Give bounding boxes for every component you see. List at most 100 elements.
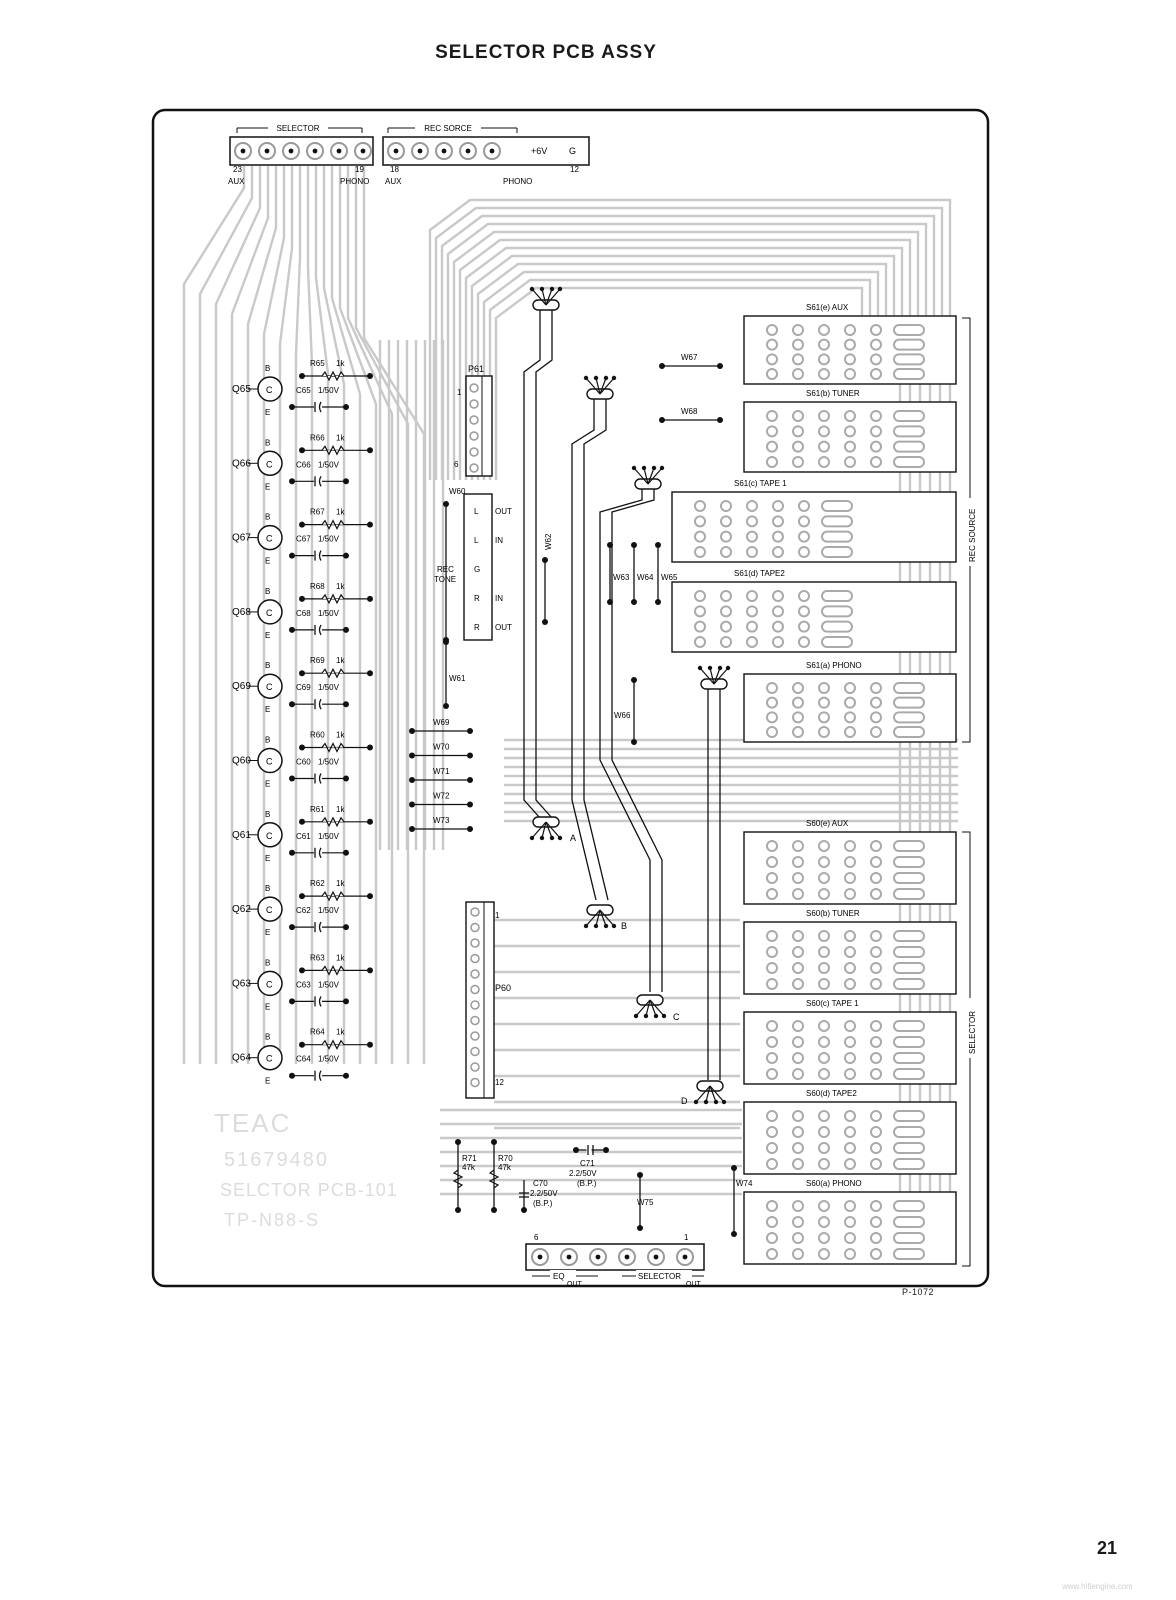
- pcb-trace: [494, 286, 864, 480]
- switch-pad: [766, 856, 778, 868]
- selector-group-label: SELECTOR: [968, 1011, 977, 1054]
- switch-pad: [792, 410, 804, 422]
- switch-pad: [818, 962, 830, 974]
- jumper-label: W62: [544, 533, 553, 550]
- pcb-trace: [182, 166, 246, 1064]
- switch-pad: [844, 1020, 856, 1032]
- switch-pad: [766, 1110, 778, 1122]
- shielded-cable: [571, 394, 597, 901]
- switch-label: S61(d) TAPE2: [734, 569, 785, 578]
- pcb-trace: [452, 230, 920, 480]
- shielded-cable: [535, 305, 553, 819]
- switch-contact: [893, 1052, 925, 1064]
- shielded-cable-end: A: [529, 816, 576, 843]
- emitter-pin-letter: E: [265, 631, 270, 640]
- silkscreen-brand: TEAC: [214, 1108, 291, 1138]
- rec-tone-pin-letter: R: [474, 594, 480, 603]
- resistor-label: R65: [310, 359, 325, 368]
- selector-connector-pin: [354, 142, 372, 160]
- output-connector-pin: [531, 1248, 549, 1266]
- p60-connector: 1 P60 12: [465, 901, 511, 1099]
- shield-label: C: [673, 1012, 680, 1022]
- selector-connector: SELECTOR 23 19 AUX PHONO: [228, 122, 374, 186]
- switch-pad: [798, 620, 810, 633]
- pcb-trace: [470, 254, 896, 480]
- capacitor-value: 1/50V: [318, 1055, 340, 1064]
- rec-pin-12: 12: [570, 165, 579, 174]
- switch-pad: [818, 425, 830, 438]
- switch-bank: S60(d) TAPE2: [743, 1089, 957, 1175]
- switch-pad: [766, 682, 778, 694]
- switch-pad: [870, 338, 882, 351]
- pcb-trace: [294, 166, 302, 1064]
- switch-pad: [818, 930, 830, 942]
- switch-pad: [844, 1110, 856, 1122]
- p61-pin-1: 1: [457, 388, 462, 397]
- r71-label: R71: [462, 1154, 477, 1163]
- c71-value: 2.2/50V: [569, 1169, 597, 1178]
- switch-pad: [798, 515, 810, 528]
- switch-pad: [766, 1020, 778, 1032]
- p61-pin: [469, 415, 479, 425]
- switch-pad: [766, 946, 778, 958]
- capacitor-label: C68: [296, 609, 311, 618]
- switch-pad: [844, 696, 856, 709]
- pcb-trace: [198, 166, 254, 1064]
- switch-contact: [893, 1110, 925, 1122]
- resistor-symbol: [321, 1039, 345, 1051]
- switch-contact: [893, 711, 925, 724]
- rec-source-connector-pin: [459, 142, 477, 160]
- switch-pad: [818, 1142, 830, 1154]
- switch-pad: [844, 726, 856, 738]
- resistor-label: R63: [310, 953, 325, 962]
- switch-contact: [893, 888, 925, 900]
- capacitor-value: 1/50V: [318, 683, 340, 692]
- jumper: W72: [409, 792, 473, 808]
- pcb-trace: [464, 246, 904, 480]
- switch-pad: [766, 1216, 778, 1228]
- switch-pad: [844, 872, 856, 884]
- switch-pad: [844, 456, 856, 468]
- switch-pad: [792, 1158, 804, 1170]
- switch-pad: [870, 696, 882, 709]
- jumper: W62: [542, 533, 553, 625]
- collector-pin-letter: C: [266, 757, 273, 767]
- switch-pad: [844, 1068, 856, 1080]
- resistor-label: R62: [310, 879, 325, 888]
- p60-pin-1: 1: [495, 911, 500, 920]
- switch-pad: [766, 440, 778, 453]
- jumper: W61: [443, 639, 466, 709]
- jumper: W64: [631, 542, 654, 605]
- switch-pad: [694, 590, 706, 602]
- switch-pad: [694, 546, 706, 558]
- drawing-number: P-1072: [902, 1287, 935, 1297]
- switch-contact: [893, 1020, 925, 1032]
- switch-contact: [893, 1216, 925, 1228]
- shield-label: A: [570, 833, 576, 843]
- switch-pad: [870, 410, 882, 422]
- switch-pad: [844, 856, 856, 868]
- silkscreen-part-number: 51679480: [224, 1149, 329, 1171]
- switch-pad: [870, 872, 882, 884]
- output-eq-sub: OUT: [567, 1281, 583, 1288]
- jumper-label: W66: [614, 711, 631, 720]
- switch-contact: [893, 1232, 925, 1244]
- switch-pad: [792, 840, 804, 852]
- switch-bank: S61(c) TAPE 1: [671, 479, 957, 563]
- switch-pad: [792, 425, 804, 438]
- switch-pad: [818, 440, 830, 453]
- switch-pad: [818, 726, 830, 738]
- switch-pad: [720, 590, 732, 602]
- switch-pad: [818, 1126, 830, 1138]
- jumper-label: W65: [661, 573, 678, 582]
- switch-pad: [818, 856, 830, 868]
- capacitor-value: 1/50V: [318, 906, 340, 915]
- switch-pad: [870, 978, 882, 990]
- collector-pin-letter: C: [266, 682, 273, 692]
- base-pin-letter: B: [265, 661, 270, 670]
- capacitor-value: 1/50V: [318, 758, 340, 767]
- switch-pad: [818, 1232, 830, 1244]
- switch-pad: [772, 636, 784, 648]
